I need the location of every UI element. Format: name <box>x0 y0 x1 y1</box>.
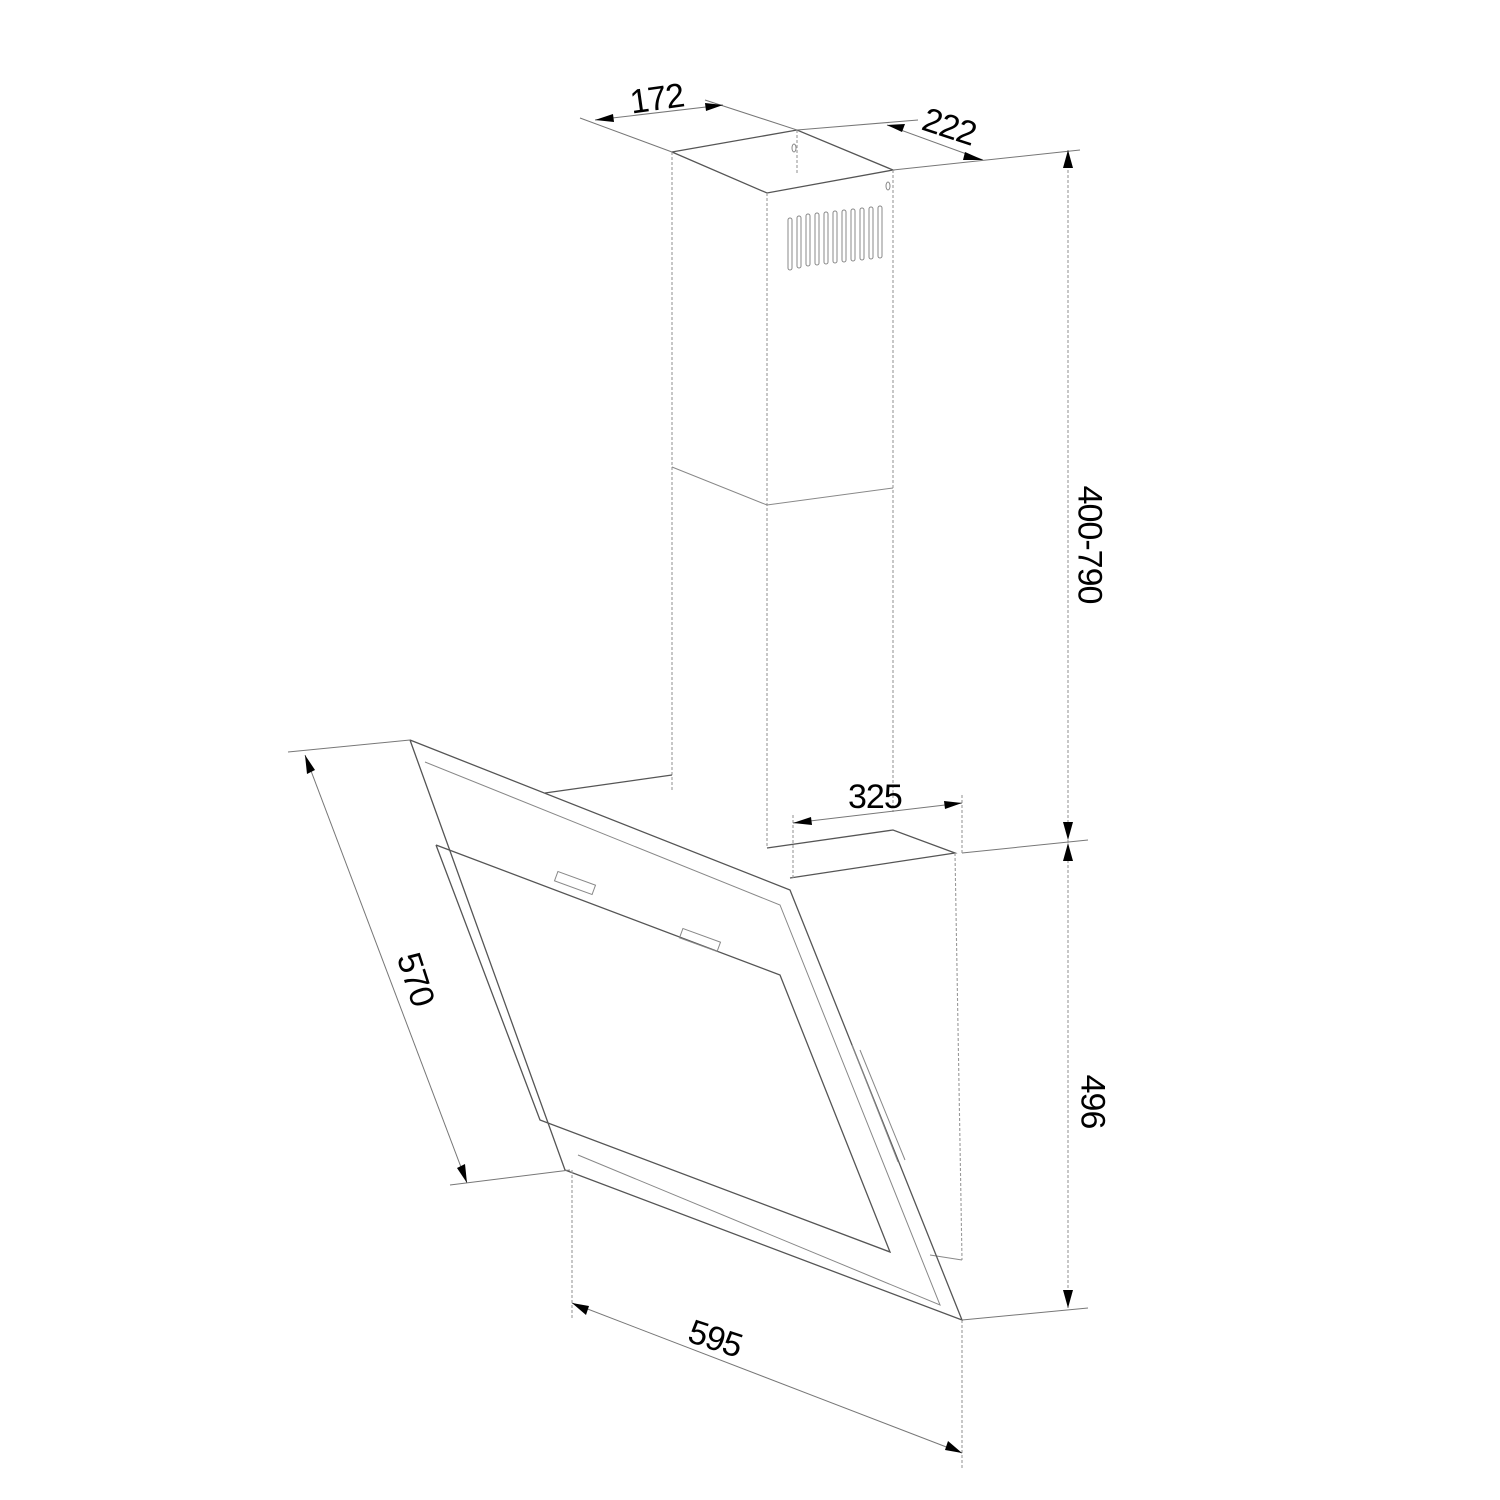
vent-slots <box>787 143 891 271</box>
hood-body <box>544 774 963 1261</box>
dimension-hood-depth: 325 <box>848 778 903 816</box>
dimension-lines <box>287 99 1089 1470</box>
dimension-hood-height: 496 <box>1073 1074 1112 1129</box>
glass-panel <box>409 739 964 1322</box>
chimney <box>671 129 896 848</box>
dimension-chimney-height: 400-790 <box>1070 485 1109 604</box>
dimension-chimney-depth: 172 <box>627 76 687 122</box>
